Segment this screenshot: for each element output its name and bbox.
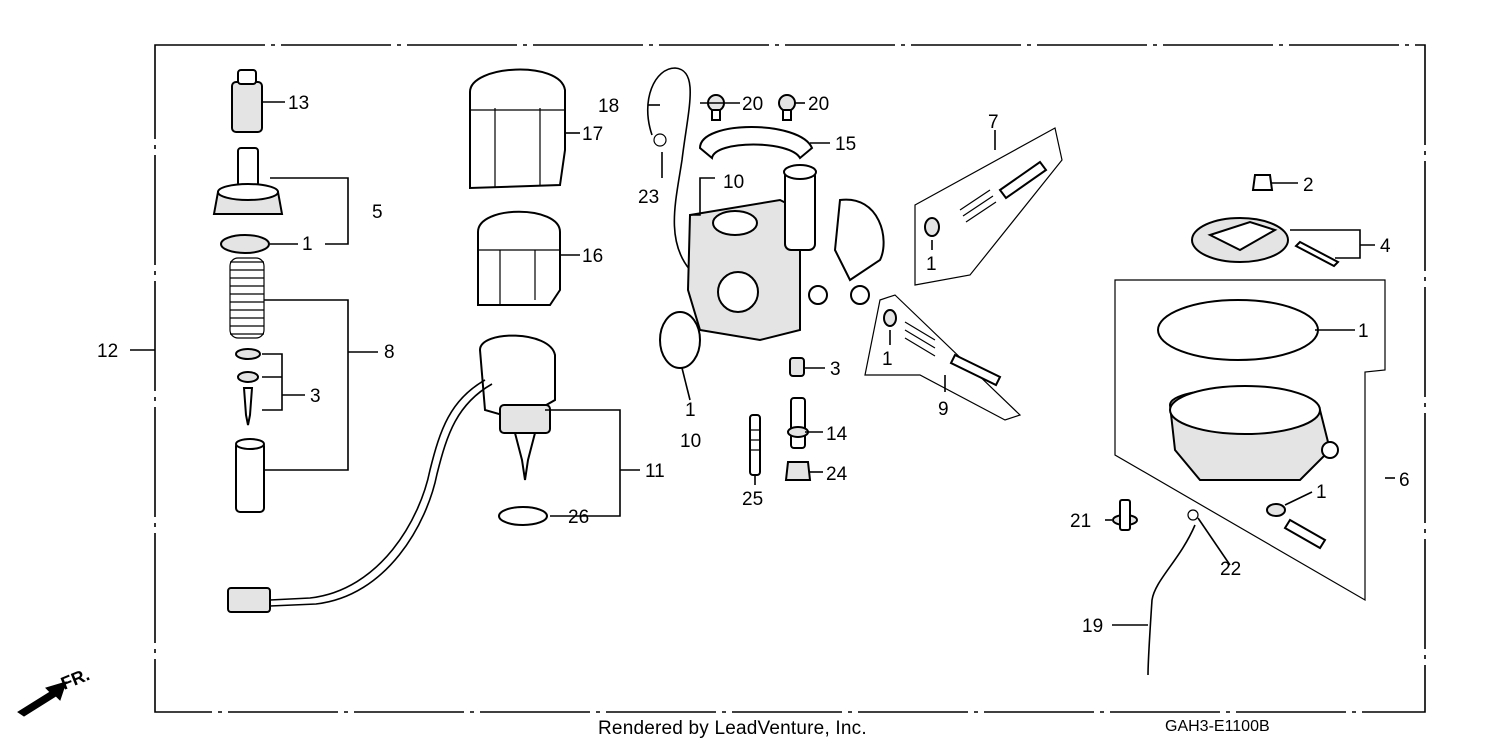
- part-18-tube: [647, 67, 691, 271]
- part-8-slide: [235, 438, 265, 513]
- callout-1: 1: [302, 234, 313, 255]
- callout-10b: 10: [680, 431, 701, 452]
- part-26-o-ring: [498, 506, 548, 526]
- callout-19: 19: [1082, 616, 1103, 637]
- callout-1d: 1: [882, 349, 893, 370]
- part-5-valve-top: [212, 147, 284, 215]
- part-23-clip: [653, 133, 667, 147]
- leader-lines: [130, 101, 1395, 626]
- callout-24: 24: [826, 464, 848, 485]
- part-3-jet: [789, 357, 805, 377]
- callout-2: 2: [1303, 175, 1314, 196]
- part-22-clip: [1187, 509, 1199, 521]
- part-24-nut: [784, 461, 812, 481]
- part-19-drain-tube: [1147, 524, 1196, 676]
- callout-1b: 1: [685, 400, 696, 421]
- callout-20b: 20: [808, 94, 829, 115]
- front-direction-label: FR.: [58, 664, 92, 693]
- diagram-frame: [154, 44, 1426, 713]
- part-20-screw-a: [707, 94, 725, 121]
- part-6-float-bowl: [1168, 385, 1339, 481]
- callout-6: 6: [1399, 470, 1410, 491]
- front-direction-arrow: FR.: [17, 664, 92, 717]
- callout-17: 17: [582, 124, 603, 145]
- part-15-bracket: [698, 126, 814, 160]
- callout-14: 14: [826, 424, 848, 445]
- part-9-screw-set: [883, 309, 1002, 387]
- callout-7: 7: [988, 112, 999, 133]
- callout-22: 22: [1220, 559, 1241, 580]
- callout-10: 10: [723, 172, 744, 193]
- credit-text: Rendered by LeadVenture, Inc.: [598, 718, 867, 739]
- callout-labels: 13 5 1 8 3 12 17 16 11 26 18 23 10 20 20…: [97, 93, 1410, 637]
- part-1-body-o-ring: [659, 311, 701, 369]
- part-7-box: [914, 127, 1063, 286]
- callout-8: 8: [384, 342, 395, 363]
- carburetor-body: [686, 164, 885, 342]
- part-2-clip: [1251, 174, 1274, 191]
- part-4-float: [1191, 217, 1340, 268]
- callout-1e: 1: [1358, 321, 1369, 342]
- part-7-screw-set: [924, 160, 1048, 237]
- part-1-washer: [220, 234, 270, 254]
- part-6-drain-screw: [1283, 518, 1327, 550]
- part-6-box: [1114, 279, 1386, 602]
- part-9-box: [864, 294, 1022, 421]
- part-3-needle: [235, 348, 261, 426]
- part-20-screw-b: [778, 94, 796, 121]
- part-17-cover: [469, 68, 566, 190]
- part-16-cover: [477, 210, 561, 306]
- callout-5: 5: [372, 202, 383, 223]
- part-11-auto-bystarter: [227, 334, 556, 613]
- part-1-drain-washer: [1266, 503, 1286, 517]
- part-25-slow-jet: [749, 414, 761, 476]
- part-8-spring: [229, 257, 265, 339]
- callout-16: 16: [582, 246, 603, 267]
- callout-25: 25: [742, 489, 763, 510]
- callout-1c: 1: [926, 254, 937, 275]
- part-14-needle-jet: [787, 397, 809, 449]
- callout-15: 15: [835, 134, 856, 155]
- callout-4: 4: [1380, 236, 1391, 257]
- callout-23: 23: [638, 187, 659, 208]
- part-1-bowl-gasket: [1157, 299, 1319, 361]
- part-21-screw: [1112, 499, 1138, 531]
- callout-11: 11: [645, 461, 665, 482]
- callout-20a: 20: [742, 94, 763, 115]
- callout-12: 12: [97, 341, 118, 362]
- callout-26: 26: [568, 507, 589, 528]
- part-13-cap: [231, 69, 263, 133]
- callout-3: 3: [310, 386, 321, 407]
- callout-9: 9: [938, 399, 949, 420]
- callout-18: 18: [598, 96, 619, 117]
- callout-3b: 3: [830, 359, 841, 380]
- callout-1f: 1: [1316, 482, 1327, 503]
- callout-21: 21: [1070, 511, 1091, 532]
- callout-13: 13: [288, 93, 309, 114]
- diagram-code: GAH3-E1100B: [1165, 718, 1270, 735]
